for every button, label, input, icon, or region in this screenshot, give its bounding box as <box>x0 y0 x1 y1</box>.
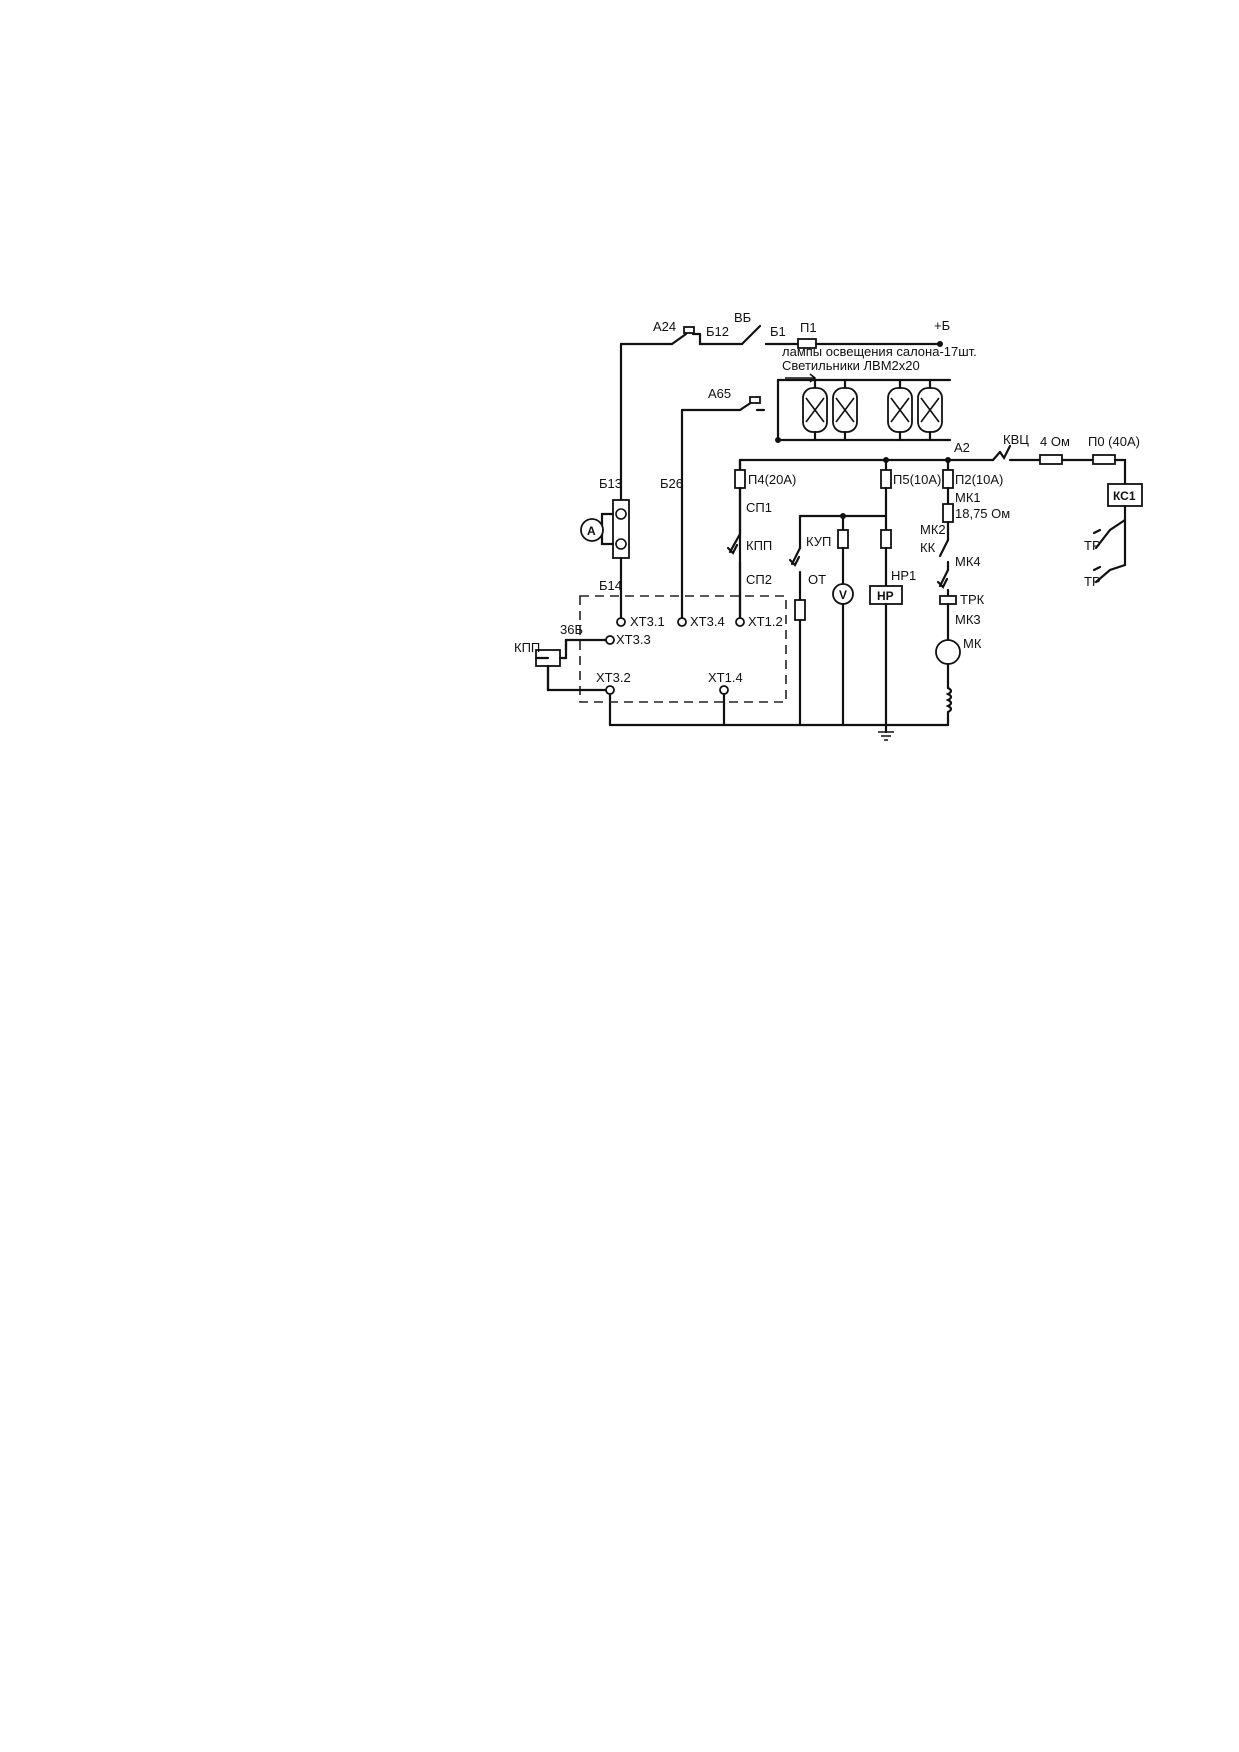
lamp-branch <box>680 373 952 602</box>
label-r-4om: 4 Ом <box>1040 434 1070 449</box>
label-kpp-coil: КПП <box>514 640 540 655</box>
label-r-18: 18,75 Ом <box>955 506 1010 521</box>
label-b1: Б1 <box>770 324 786 339</box>
label-p2: П2(10А) <box>955 472 1003 487</box>
label-tr-1: ТР <box>1084 538 1101 553</box>
label-sp2: СП2 <box>746 572 772 587</box>
label-a24: А24 <box>653 319 676 334</box>
label-xt34: ХТ3.4 <box>690 614 725 629</box>
label-xt33: ХТ3.3 <box>616 632 651 647</box>
label-xt31: ХТ3.1 <box>630 614 665 629</box>
label-kvts: КВЦ <box>1003 432 1029 447</box>
top-supply-line <box>619 324 943 494</box>
label-fixtures-caption: Светильники ЛВМ2х20 <box>782 358 920 373</box>
p2-branch <box>935 458 961 727</box>
label-kpp-switch: КПП <box>746 538 772 553</box>
label-hp: НР <box>877 589 894 603</box>
label-w36b: 36Б <box>560 622 583 637</box>
label-a65: А65 <box>708 386 731 401</box>
label-plus-b: +Б <box>934 318 950 333</box>
label-tr-2: ТР <box>1084 574 1101 589</box>
label-a2: А2 <box>954 440 970 455</box>
label-vb: ВБ <box>734 310 751 325</box>
label-mk3: МК3 <box>955 612 981 627</box>
label-xt12: ХТ1.2 <box>748 614 783 629</box>
voltmeter-branch <box>832 513 854 727</box>
labels: А24 Б12 ВБ Б1 П1 +Б лампы освещения сало… <box>514 310 1140 685</box>
label-lamps-caption: лампы освещения салона-17шт. <box>782 344 977 359</box>
label-b13: Б13 <box>599 476 622 491</box>
label-p0: П0 (40А) <box>1088 434 1140 449</box>
b26-line <box>677 598 687 627</box>
label-ks1: КС1 <box>1113 489 1136 503</box>
lamp-4 <box>917 378 943 442</box>
p4-branch <box>726 458 746 627</box>
label-xt32: ХТ3.2 <box>596 670 631 685</box>
label-b26: Б26 <box>660 476 683 491</box>
label-kup: КУП <box>806 534 831 549</box>
label-p5: П5(10А) <box>893 472 941 487</box>
label-p4: П4(20А) <box>748 472 796 487</box>
label-ammeter: А <box>587 524 596 538</box>
label-ot: ОТ <box>808 572 826 587</box>
ammeter-block <box>580 490 630 627</box>
lamp-1 <box>802 378 828 442</box>
label-mk4: МК4 <box>955 554 981 569</box>
label-hp1: НР1 <box>891 568 916 583</box>
label-mk1: МК1 <box>955 490 981 505</box>
label-mk: МК <box>963 636 982 651</box>
p5-branch <box>869 458 903 741</box>
label-xt14: ХТ1.4 <box>708 670 743 685</box>
label-b12: Б12 <box>706 324 729 339</box>
label-trk: ТРК <box>960 592 985 607</box>
label-b14: Б14 <box>599 578 622 593</box>
label-mk2: МК2 <box>920 522 946 537</box>
lamp-2 <box>832 378 858 442</box>
label-kk: КК <box>920 540 936 555</box>
label-p1: П1 <box>800 320 817 335</box>
terminal-box <box>534 595 787 703</box>
label-voltmeter: V <box>839 588 847 602</box>
label-sp1: СП1 <box>746 500 772 515</box>
lamp-3 <box>887 378 913 442</box>
